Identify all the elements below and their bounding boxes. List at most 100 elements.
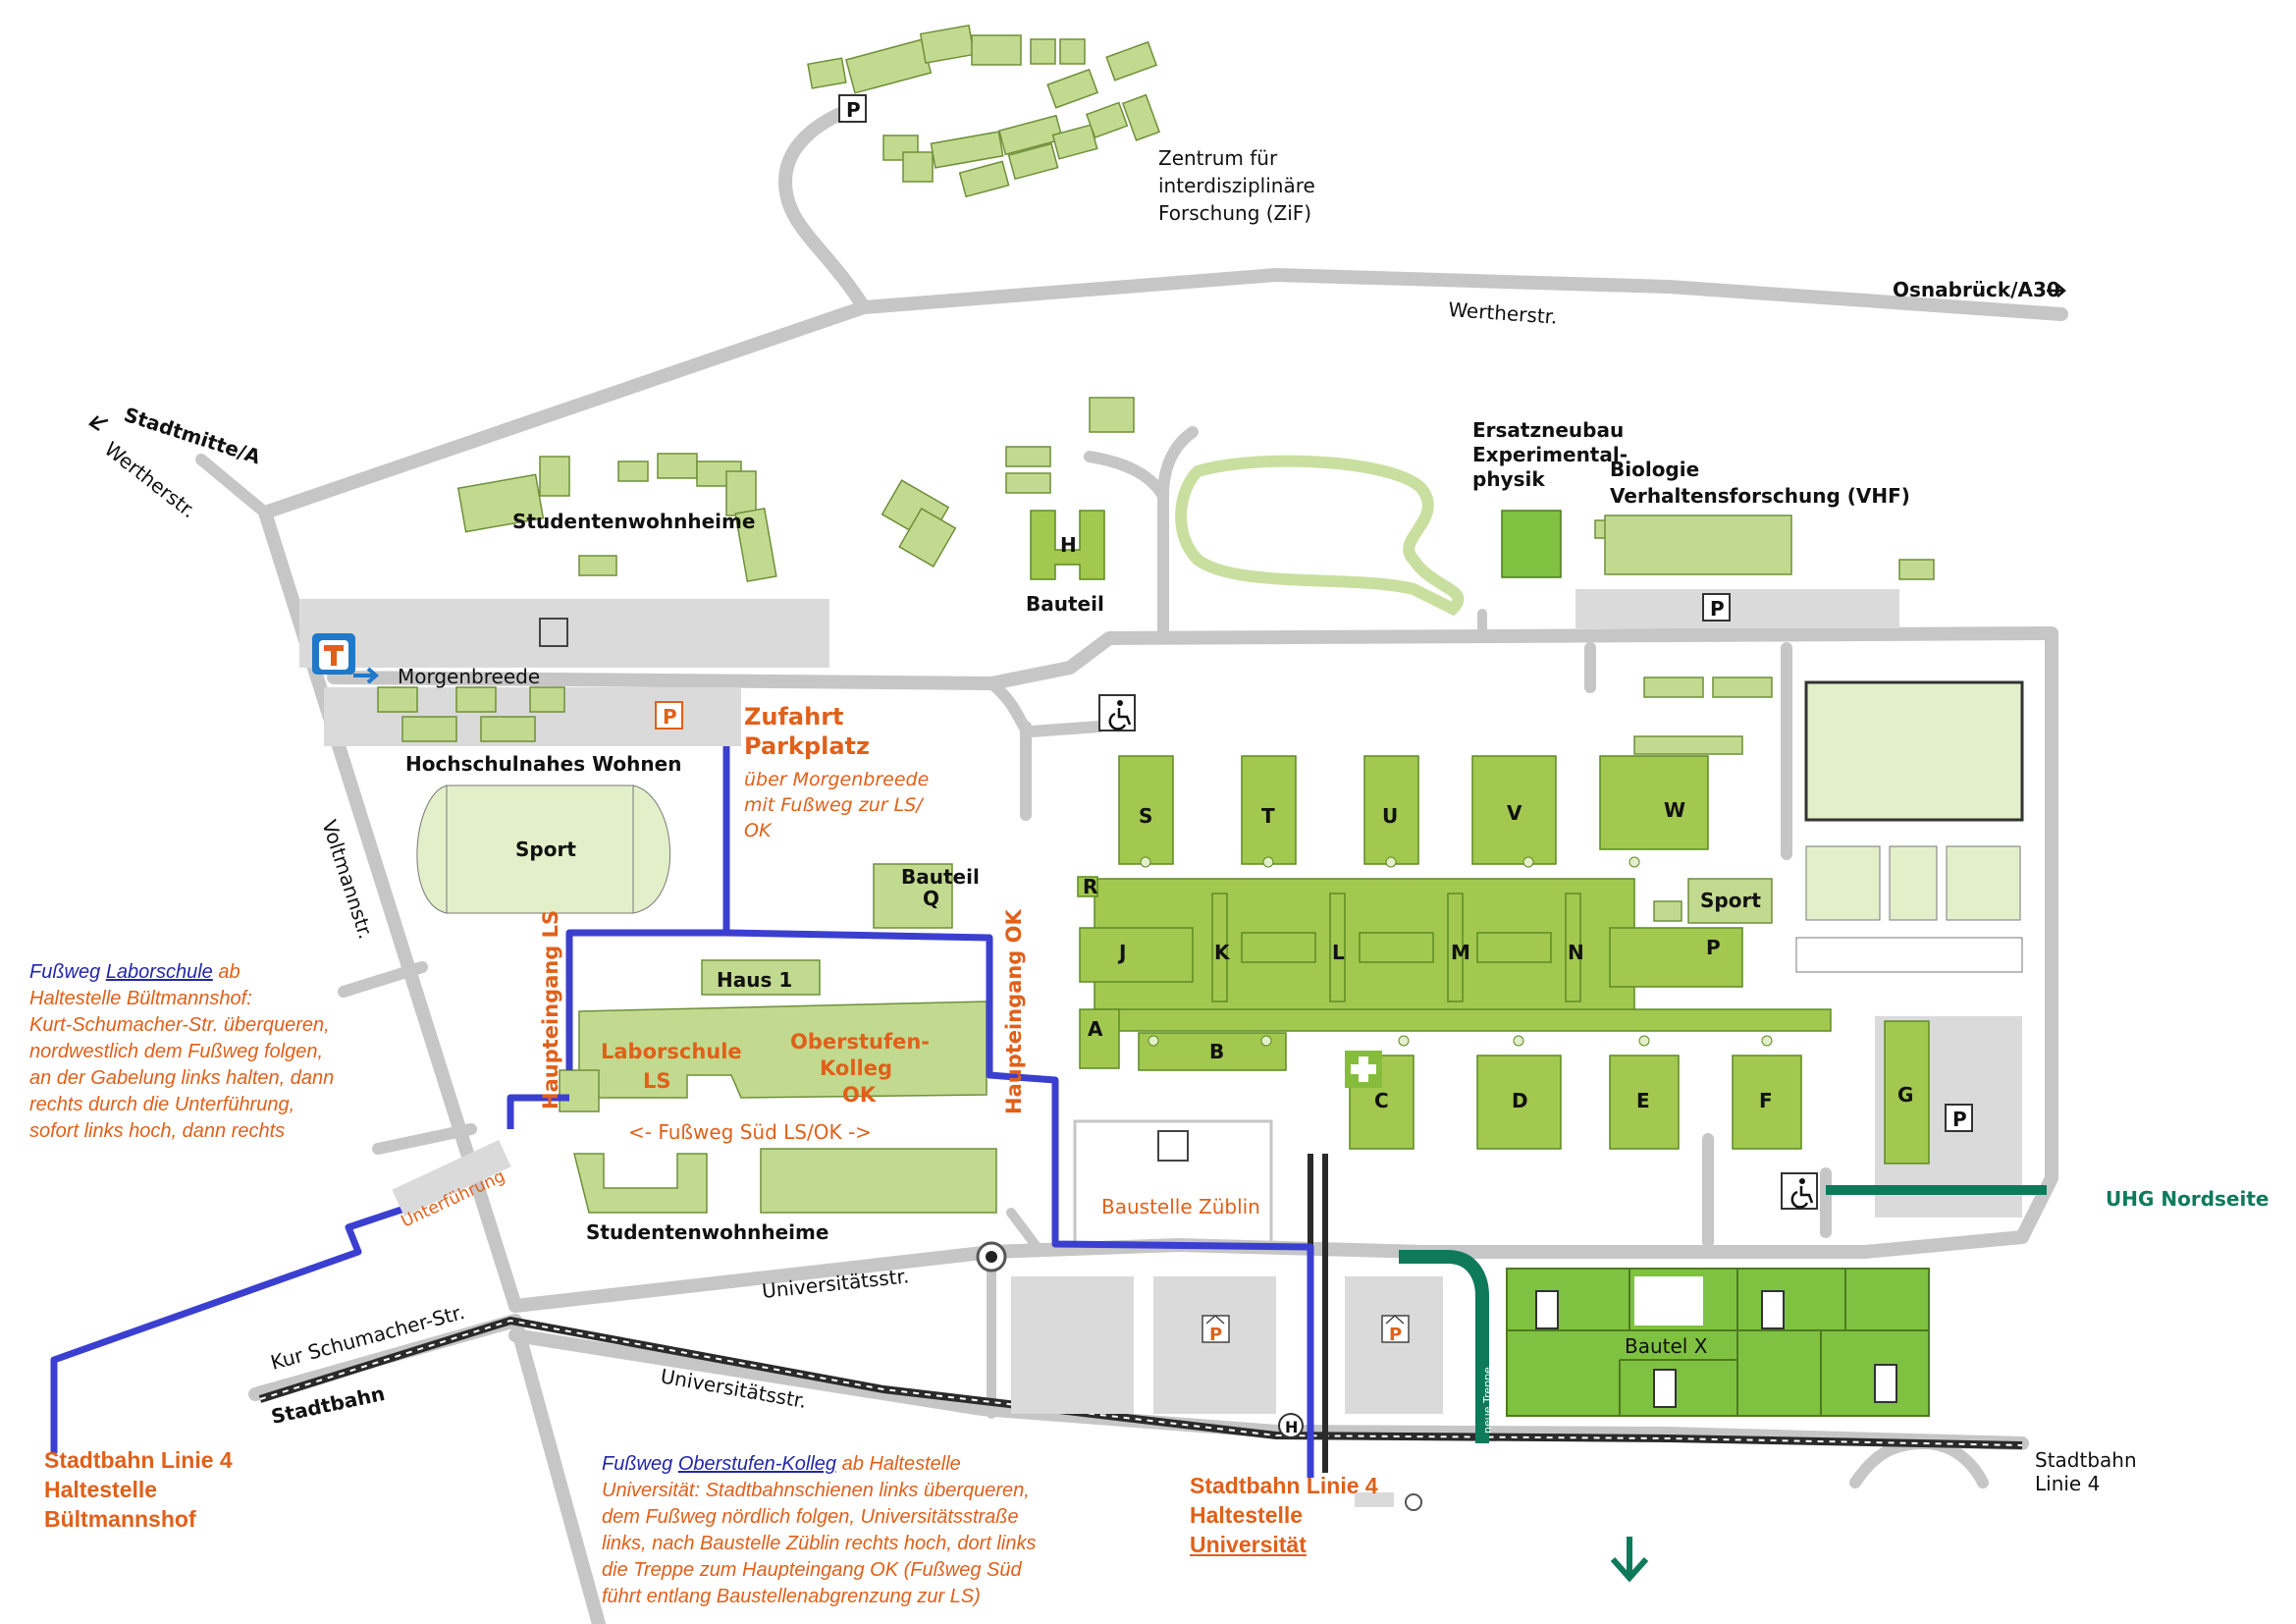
laborschule-label: LS [643,1069,671,1093]
svg-text:P: P [1389,1325,1402,1345]
connector [1638,1035,1650,1047]
building-letter-g: G [1897,1083,1913,1107]
wing-t [1241,755,1297,865]
sport-field-sq-1 [1805,845,1881,921]
note-line: Haltestelle Bültmannshof: [29,988,252,1009]
connector [1398,1035,1410,1047]
building-letter-n: N [1568,941,1584,964]
road-campus-ring [2015,626,2058,1244]
connector [1513,1035,1524,1047]
bauteil-q [873,863,953,929]
building-small [898,507,957,568]
zif-building [1121,93,1161,141]
zif-building [971,34,1022,66]
bauteil-h-label: Bauteil [1026,592,1104,616]
sport-left [446,785,634,914]
road-wertherstr [258,268,2068,519]
stadtbahn-right-label: Linie 4 [2035,1472,2100,1495]
building-small [1005,472,1051,494]
morgenbreede-label: Morgenbreede [398,665,540,688]
zif-building [1059,38,1086,65]
wertherstr-label: Wertherstr. [1448,298,1559,329]
wing-p [1609,927,1743,988]
parking-icon: P [1702,593,1731,622]
note-line: die Treppe zum Haupteingang OK (Fußweg S… [602,1559,1022,1581]
hall-roof-1 [1241,932,1316,963]
building-vhf-side-2 [1898,559,1935,580]
building-letter-m: M [1451,941,1470,964]
unterfuehrung-box [392,1140,511,1217]
bauteil-x-window [1634,1276,1703,1326]
bauteil-x-lines [1507,1269,1929,1416]
arrow-right-icon [353,667,380,684]
area-parking-1 [1011,1276,1134,1414]
building-letter-c: C [1374,1089,1389,1112]
parking-icon: P [1945,1104,1973,1132]
stop-line: Stadtbahn Linie 4 [1190,1473,1378,1498]
bauteil-x-building [1506,1268,1930,1417]
sport-bar [1795,937,2023,973]
building-letter-t: T [1261,804,1275,828]
hall-cell-n [1565,893,1581,1002]
note-laborschule: Fußweg Laborschule ab Haltestelle Bültma… [29,959,383,1145]
svg-text:H: H [1285,1418,1298,1436]
hall-bar [1094,1008,1832,1032]
oberstufen-link[interactable]: Oberstufen-Kolleg [677,1453,837,1475]
ls-entry [559,1069,600,1112]
sport-fields [416,680,2024,973]
zif-building [1085,101,1129,138]
zufahrt-label: Parkplatz [744,732,870,760]
note-line: sofort links hoch, dann rechts [29,1120,286,1142]
track-loop [1175,455,1465,617]
road-stadtmitte [195,454,271,518]
svg-text:P: P [1710,597,1725,621]
parking-icon: P [1381,1314,1410,1345]
road-spur-1 [338,961,428,998]
note-line: führt entlang Baustellenabgrenzung zur L… [602,1586,981,1607]
zif-building [1046,68,1099,109]
parking-icon: P [838,94,867,123]
bauteil-q-label: Bauteil [901,865,980,889]
bauteil-x-label: Bautel X [1625,1334,1708,1358]
wing-d [1476,1055,1562,1150]
zufahrt-sub: mit Fußweg zur LS/ [744,794,925,816]
building-letter-u: U [1382,804,1398,828]
hochschulnahes [455,686,497,713]
building-letter-p: P [1706,936,1721,959]
haus1-label: Haus 1 [717,968,792,992]
area-stair-bottom [1355,1492,1394,1507]
wohnheim-top [725,470,757,516]
stop-bueltmannshof: Stadtbahn Linie 4 Haltestelle Bültmannsh… [44,1445,233,1534]
road-loop-north-2 [1084,451,1169,502]
bauteil-q-letter: Q [923,887,939,910]
tram-stop-icon [312,633,355,675]
road-zif-access [778,101,871,314]
area-parking-2 [1153,1276,1276,1414]
note-line: rechts durch die Unterführung, [29,1094,295,1115]
zif-label: interdisziplinäre [1158,174,1315,197]
zif-building [930,131,1004,169]
laborschule-link[interactable]: Laborschule [105,961,213,983]
haupteingang-ok-label: Haupteingang OK [1002,908,1026,1114]
wing-r [1077,876,1098,897]
fussweg-sued-label: <- Fußweg Süd LS/OK -> [628,1120,872,1144]
first-aid-icon [1351,1056,1376,1082]
bauteil-x-window [1761,1290,1785,1329]
stop-line: Haltestelle [44,1477,158,1502]
wohnheim-top [539,456,570,497]
road-bottom-loop [1849,1437,1989,1489]
svg-text:P: P [846,98,861,122]
hall-roof-2 [1359,932,1434,963]
connector [1761,1035,1773,1047]
note-line: dem Fußweg nördlich folgen, Universitäts… [602,1506,1019,1528]
ersatzneubau-label: physik [1472,467,1545,491]
path-ls-entrance [565,746,730,1070]
parking-areas [299,589,2022,1507]
studentenwohnheime-top-label: Studentenwohnheime [512,510,755,533]
note-lead: Fußweg [29,961,106,983]
wohnheim-bottom-2 [760,1148,997,1214]
connector [1262,856,1274,868]
laborschule-label: Laborschule [601,1040,742,1063]
hall-roof-3 [1476,932,1552,963]
connector [1629,856,1640,868]
